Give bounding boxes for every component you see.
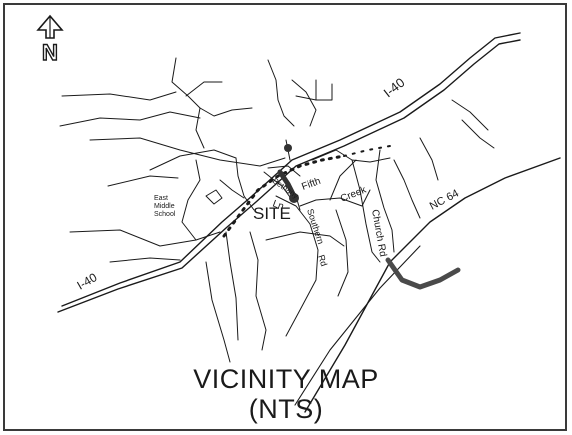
- label-site: SITE: [253, 204, 291, 223]
- north-arrow: N: [34, 14, 66, 66]
- label-school-1: East: [154, 195, 168, 202]
- label-fifth: Fifth: [300, 176, 322, 193]
- north-label: N: [42, 40, 58, 62]
- label-i40-top: I-40: [381, 75, 408, 101]
- map-frame: [3, 3, 567, 431]
- railway-dotted-east: [343, 145, 391, 157]
- nc64-highway-line: [304, 157, 561, 413]
- label-school-2: Middle: [154, 203, 175, 210]
- label-ln: Ln: [271, 198, 285, 212]
- i40-highway-line-a: [61, 32, 521, 307]
- label-rd: Rd: [316, 254, 329, 268]
- label-i40-bottom: I-40: [75, 270, 100, 293]
- railway-dotted: [222, 154, 346, 238]
- label-southern: Southern: [305, 208, 326, 246]
- i40-highway-line-b: [57, 39, 521, 313]
- site-marker: [289, 193, 299, 203]
- map-title: VICINITY MAP: [193, 364, 379, 394]
- highlighted-road: [385, 257, 461, 290]
- label-school-3: School: [154, 211, 176, 218]
- label-nc64: NC 64: [428, 187, 461, 212]
- site-marker-north: [284, 144, 292, 152]
- map-scale-note: (NTS): [248, 394, 324, 424]
- site-road-thick: [277, 169, 297, 199]
- nc64-lower-line: [294, 245, 421, 406]
- north-arrow-icon: N: [36, 14, 64, 66]
